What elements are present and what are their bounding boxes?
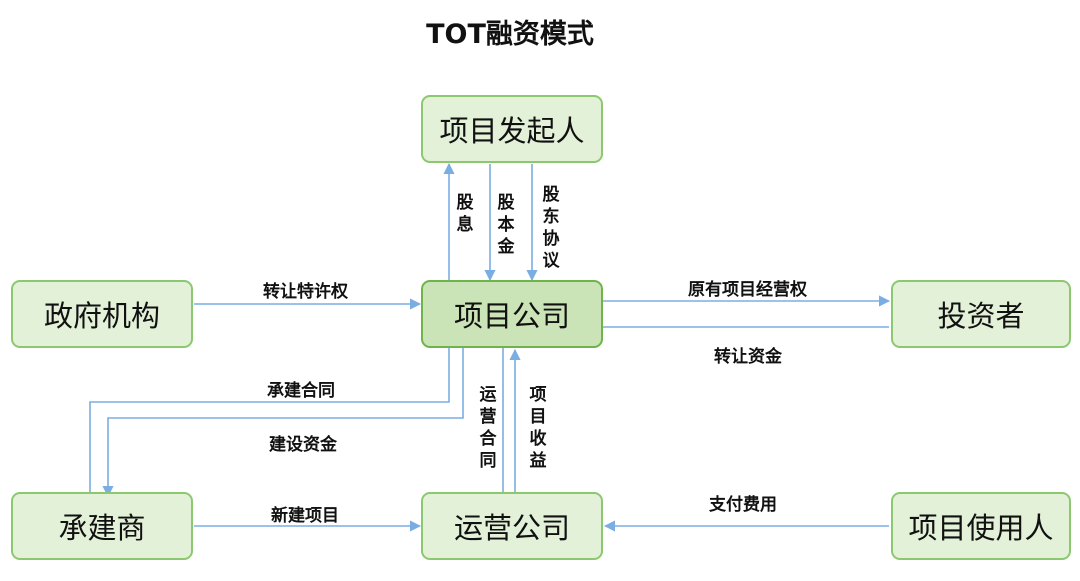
edge-label-original-operation-right: 原有项目经营权	[688, 280, 807, 300]
node-label: 承建商	[58, 511, 146, 545]
node-label: 项目公司	[453, 299, 570, 333]
edge-label-transfer-franchise: 转让特许权	[263, 282, 348, 302]
edge-label-operation-contract: 运营合同	[479, 385, 497, 471]
node-investor: 投资者	[891, 280, 1071, 348]
node-government: 政府机构	[11, 280, 193, 348]
diagram-title: TOT融资模式	[426, 19, 594, 50]
node-label: 投资者	[937, 299, 1025, 333]
node-operating-company: 运营公司	[421, 492, 603, 560]
arrow-construction-funds	[102, 348, 464, 498]
node-label: 项目发起人	[439, 114, 585, 148]
edge-label-construction-funds: 建设资金	[269, 435, 337, 455]
edge-label-shareholder-agreement: 股东协议	[542, 185, 560, 271]
edge-label-dividend: 股息	[456, 193, 474, 235]
edge-label-equity: 股本金	[497, 193, 515, 257]
edge-label-payment: 支付费用	[709, 495, 777, 515]
node-label: 运营公司	[453, 511, 570, 545]
arrow-construction-contract	[89, 348, 450, 500]
node-contractor: 承建商	[11, 492, 193, 560]
node-label: 政府机构	[43, 299, 160, 333]
node-project-user: 项目使用人	[891, 492, 1071, 560]
edge-label-transfer-funds: 转让资金	[714, 347, 782, 367]
edge-label-new-project: 新建项目	[271, 506, 339, 526]
node-project-company: 项目公司	[421, 280, 603, 348]
node-label: 项目使用人	[908, 511, 1054, 545]
node-project-sponsor: 项目发起人	[421, 95, 603, 163]
edge-label-project-revenue: 项目收益	[529, 385, 547, 471]
edge-label-construction-contract: 承建合同	[267, 381, 335, 401]
